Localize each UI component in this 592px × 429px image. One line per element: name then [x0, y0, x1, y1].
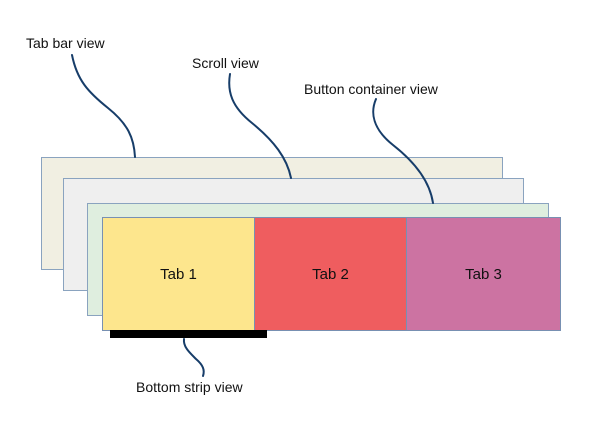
tab-2: Tab 2	[254, 217, 407, 331]
tab-3: Tab 3	[406, 217, 561, 331]
button-container-view-connector	[372, 98, 434, 204]
scroll-view-label: Scroll view	[192, 55, 259, 71]
tab-2-label: Tab 2	[312, 265, 349, 283]
bottom-strip-view-connector	[182, 338, 205, 377]
scroll-view-connector	[228, 73, 292, 179]
bottom-strip-view-label: Bottom strip view	[136, 379, 243, 395]
button-container-view-label: Button container view	[304, 81, 438, 97]
tab-bar-view-connector	[71, 54, 136, 158]
tab-1-label: Tab 1	[160, 265, 197, 283]
tab-3-label: Tab 3	[465, 265, 502, 283]
bottom-strip-view	[110, 330, 267, 338]
tab-1: Tab 1	[102, 217, 255, 331]
tab-bar-view-label: Tab bar view	[26, 35, 105, 51]
